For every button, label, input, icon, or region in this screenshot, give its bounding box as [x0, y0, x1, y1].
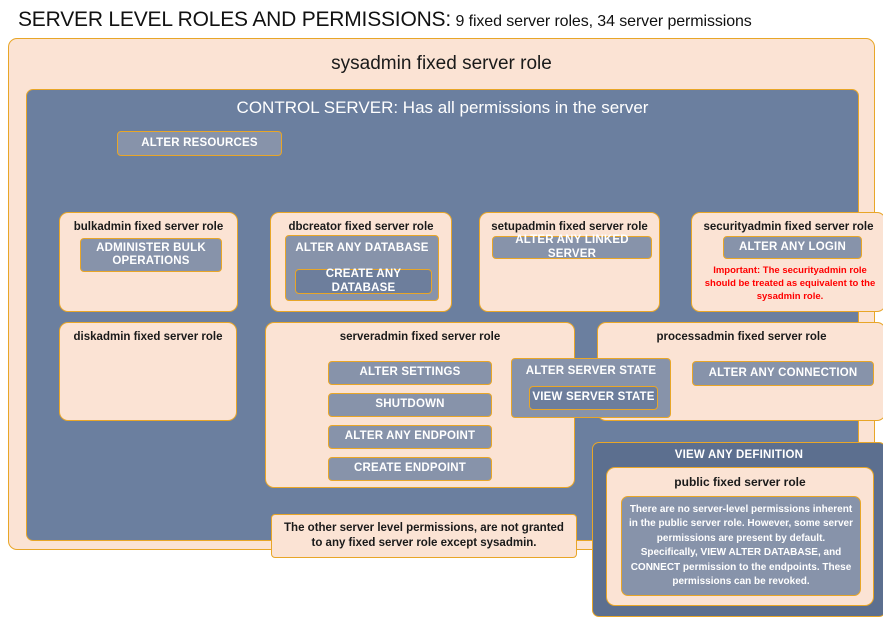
diagram-canvas: SERVER LEVEL ROLES AND PERMISSIONS: 9 fi…: [8, 8, 883, 617]
permission-alter-any-database-label: ALTER ANY DATABASE: [295, 242, 429, 254]
sysadmin-panel: sysadmin fixed server role CONTROL SERVE…: [8, 38, 883, 617]
role-title-diskadmin: diskadmin fixed server role: [73, 331, 223, 343]
role-title-serveradmin: serveradmin fixed server role: [339, 331, 501, 343]
role-card-setupadmin: setupadmin fixed server role ALTER ANY L…: [479, 212, 660, 312]
permission-alter-server-state: ALTER SERVER STATE VIEW SERVER STATE: [511, 358, 671, 418]
permission-view-server-state: VIEW SERVER STATE: [529, 386, 658, 410]
securityadmin-warning-note: Important: The securityadmin role should…: [704, 265, 876, 302]
page-title-main: SERVER LEVEL ROLES AND PERMISSIONS:: [18, 8, 451, 31]
role-title-public: public fixed server role: [674, 475, 806, 489]
permission-alter-any-linked-server: ALTER ANY LINKED SERVER: [492, 234, 652, 260]
permission-alter-settings: ALTER SETTINGS: [328, 361, 492, 385]
permission-alter-resources: ALTER RESOURCES: [117, 131, 282, 156]
role-card-public: public fixed server role There are no se…: [606, 467, 874, 606]
public-role-description: There are no server-level permissions in…: [621, 496, 861, 596]
sysadmin-label: sysadmin fixed server role: [331, 53, 552, 74]
page-title: SERVER LEVEL ROLES AND PERMISSIONS: 9 fi…: [18, 8, 868, 36]
role-card-securityadmin: securityadmin fixed server role ALTER AN…: [691, 212, 883, 312]
role-card-dbcreator: dbcreator fixed server role ALTER ANY DA…: [270, 212, 452, 312]
permission-alter-server-state-label: ALTER SERVER STATE: [525, 365, 657, 377]
role-card-serveradmin: serveradmin fixed server role ALTER SETT…: [265, 322, 575, 488]
other-permissions-note: The other server level permissions, are …: [271, 514, 577, 558]
permission-shutdown: SHUTDOWN: [328, 393, 492, 417]
role-card-diskadmin: diskadmin fixed server role: [59, 322, 237, 421]
permission-create-endpoint: CREATE ENDPOINT: [328, 457, 492, 481]
control-server-panel: CONTROL SERVER: Has all permissions in t…: [26, 89, 883, 617]
footer-version-label: SQL Server 2017: [60, 605, 145, 617]
role-title-securityadmin: securityadmin fixed server role: [703, 221, 874, 233]
page-title-sub: 9 fixed server roles, 34 server permissi…: [455, 13, 752, 30]
role-title-setupadmin: setupadmin fixed server role: [491, 221, 648, 233]
role-title-processadmin: processadmin fixed server role: [656, 331, 827, 343]
permission-alter-any-endpoint: ALTER ANY ENDPOINT: [328, 425, 492, 449]
role-title-dbcreator: dbcreator fixed server role: [288, 221, 434, 233]
permission-create-any-database: CREATE ANY DATABASE: [295, 268, 432, 294]
permission-administer-bulk-operations: ADMINISTER BULK OPERATIONS: [80, 238, 222, 272]
permission-alter-any-login: ALTER ANY LOGIN: [723, 236, 862, 259]
role-title-bulkadmin: bulkadmin fixed server role: [73, 221, 224, 233]
control-server-label: CONTROL SERVER: Has all permissions in t…: [236, 98, 649, 117]
permission-view-any-definition: VIEW ANY DEFINITION public fixed server …: [592, 442, 883, 617]
permission-alter-any-connection: ALTER ANY CONNECTION: [692, 361, 874, 386]
role-card-bulkadmin: bulkadmin fixed server role ADMINISTER B…: [59, 212, 238, 312]
permission-alter-any-database: ALTER ANY DATABASE CREATE ANY DATABASE: [285, 235, 439, 301]
permission-view-any-definition-label: VIEW ANY DEFINITION: [674, 449, 804, 461]
